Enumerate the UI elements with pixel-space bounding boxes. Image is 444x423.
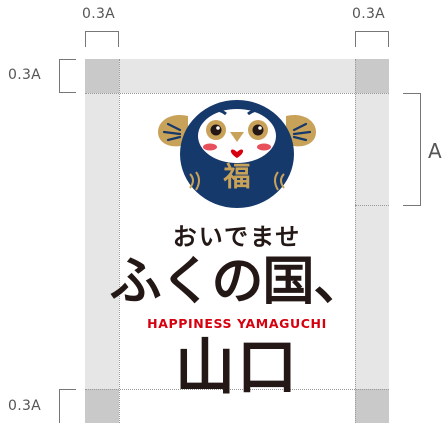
logo-subtitle: HAPPINESS YAMAGUCHI: [147, 316, 327, 331]
dimension-label-left-bottom: 0.3A: [8, 398, 42, 414]
dimension-label-top-right: 0.3A: [352, 6, 386, 22]
dimension-label-left-top: 0.3A: [8, 67, 42, 83]
daruma-mascot: [158, 100, 316, 208]
mascot-belly-label: 福: [223, 162, 251, 193]
corner-bottom-left: [85, 389, 119, 423]
dimension-label-right: A: [428, 139, 442, 163]
corner-top-left: [85, 59, 119, 93]
left-fan-icon: [158, 114, 188, 147]
right-fan-icon: [286, 114, 316, 147]
logo-city: 山口: [175, 333, 299, 403]
corner-bottom-right: [355, 389, 389, 423]
logo-tagline: おいでませ: [172, 223, 302, 251]
corner-top-right: [355, 59, 389, 93]
logo-headline: ふくの国、: [109, 252, 365, 312]
dimension-label-top-left: 0.3A: [82, 6, 116, 22]
